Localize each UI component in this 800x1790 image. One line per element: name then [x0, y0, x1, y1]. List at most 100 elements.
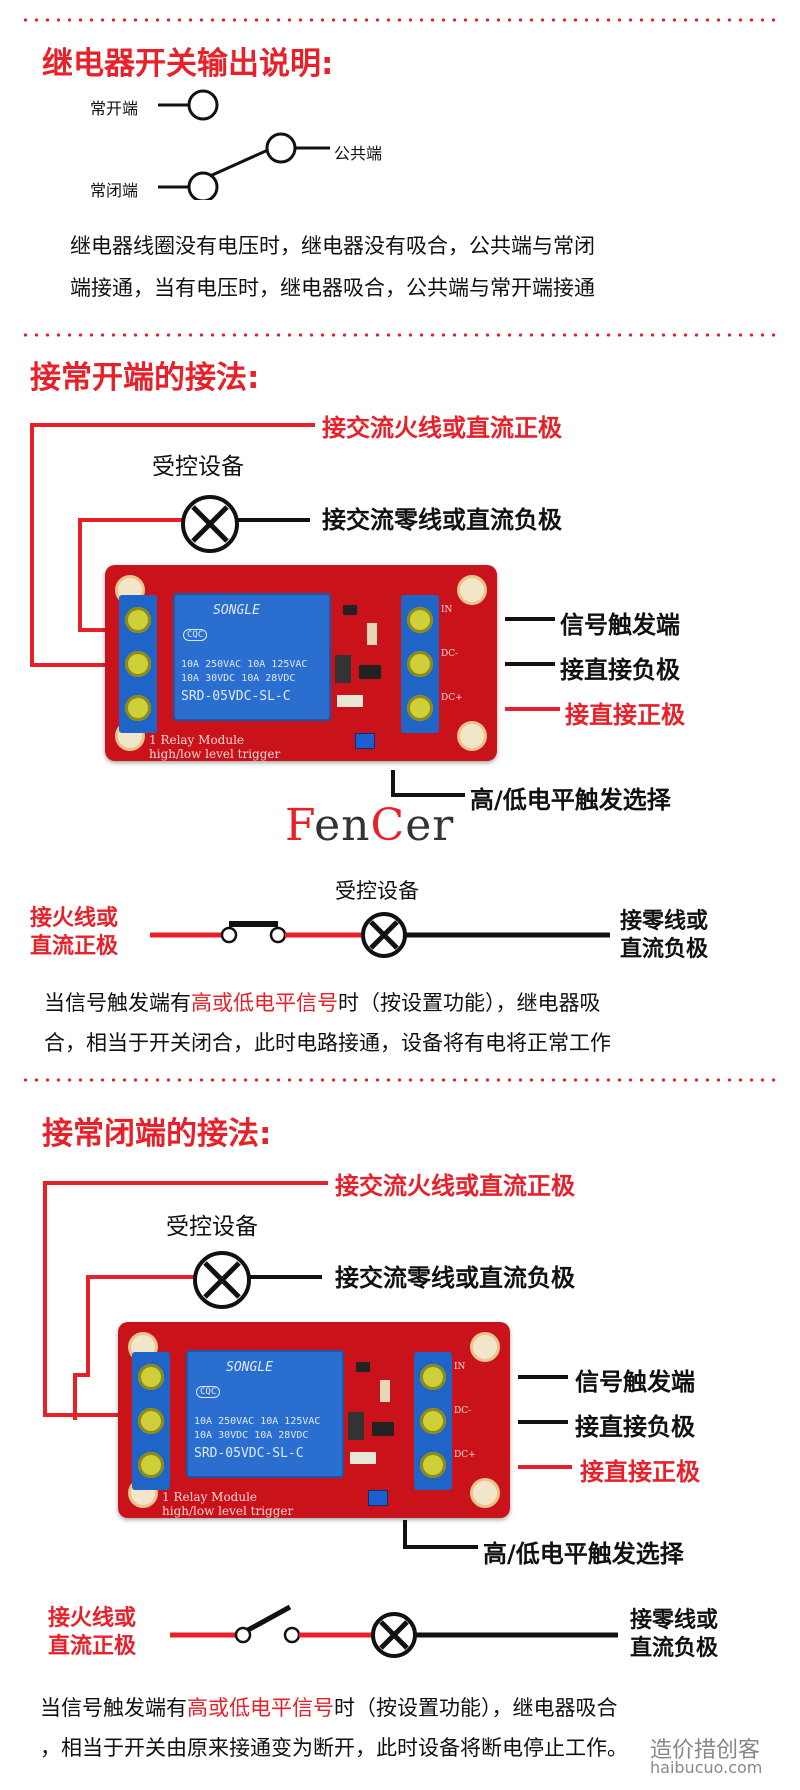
watermark-line2: haibucuo.com [650, 1758, 763, 1777]
relay-component: SONGLE CQC 10A 250VAC 10A 125VAC 10A 30V… [173, 593, 331, 721]
lamp-icon [193, 1251, 251, 1309]
right-source-line2: 直流负极 [620, 937, 709, 962]
section3-wiring [43, 1181, 572, 1549]
optocoupler [337, 695, 363, 707]
desc-highlight: 高或低电平信号 [187, 1696, 334, 1720]
input-terminal-block [401, 595, 439, 733]
lamp-icon [181, 495, 239, 553]
desc-part: 当信号触发端有 [44, 991, 191, 1015]
ac-live-label: 接交流火线或直流正极 [335, 1172, 575, 1200]
section3-desc-line1: 当信号触发端有高或低电平信号时（按设置功能），继电器吸合 [40, 1688, 618, 1728]
optocoupler [350, 1452, 376, 1464]
brand-logo: FenCer [285, 800, 454, 851]
left-source-line2: 直流正极 [48, 1634, 137, 1659]
cqc-mark: CQC [183, 629, 208, 641]
screw-terminal [138, 1364, 164, 1390]
right-source-line2: 直流负极 [630, 1636, 719, 1661]
pin-dcp-label: DC+ [454, 1450, 476, 1460]
left-source-line2: 直流正极 [30, 934, 119, 959]
screw-terminal [125, 607, 151, 633]
no-label: 常开端 [90, 99, 139, 118]
mount-hole [470, 1478, 500, 1508]
pin-dcm-label: DC- [454, 1406, 472, 1416]
desc-part: 当信号触发端有 [40, 1696, 187, 1720]
signal-label: 信号触发端 [575, 1368, 695, 1396]
open-switch-circuit [170, 1604, 618, 1658]
left-source-line1: 接火线或 [48, 1606, 137, 1631]
smd-chip [372, 1422, 394, 1436]
pos-label: 接直接正极 [580, 1458, 700, 1486]
silk-line2: high/low level trigger [149, 747, 281, 761]
silk-line2: high/low level trigger [162, 1504, 294, 1518]
screw-terminal [138, 1408, 164, 1434]
smd-chip [359, 665, 381, 679]
dotted-divider [20, 333, 780, 337]
screw-terminal [138, 1452, 164, 1478]
relay-model: SRD-05VDC-SL-C [181, 689, 291, 704]
diode [335, 655, 351, 683]
pin-in-label: IN [441, 605, 453, 615]
pin-dcp-label: DC+ [441, 693, 463, 703]
section1-title: 继电器开关输出说明: [42, 46, 334, 82]
cqc-mark: CQC [196, 1386, 221, 1398]
screw-terminal [125, 695, 151, 721]
section3-title: 接常闭端的接法: [42, 1116, 272, 1152]
desc-highlight: 高或低电平信号 [191, 991, 338, 1015]
screw-terminal [420, 1364, 446, 1390]
ac-live-label: 接交流火线或直流正极 [322, 414, 562, 442]
relay-brand: SONGLE [226, 1360, 273, 1375]
device-label: 受控设备 [166, 1214, 258, 1240]
ac-neutral-label: 接交流零线或直流负极 [322, 506, 562, 534]
silk-line1: 1 Relay Module [162, 1490, 258, 1504]
relay-model: SRD-05VDC-SL-C [194, 1446, 304, 1461]
level-select-label: 高/低电平触发选择 [470, 786, 671, 814]
left-source-line1: 接火线或 [30, 906, 119, 931]
relay-spec1: 10A 250VAC 10A 125VAC [194, 1416, 321, 1427]
relay-spec2: 10A 30VDC 10A 28VDC [194, 1430, 309, 1441]
diode [348, 1412, 364, 1440]
desc-part: 时（按设置功能），继电器吸 [338, 991, 601, 1015]
right-source-label: 接零线或 直流负极 [620, 908, 708, 964]
dotted-divider [20, 1078, 780, 1082]
transistor [356, 1362, 370, 1372]
ac-neutral-label: 接交流零线或直流负极 [335, 1264, 575, 1292]
right-source-line1: 接零线或 [630, 1608, 719, 1633]
switch-schematic [158, 89, 330, 200]
relay-spec2: 10A 30VDC 10A 28VDC [181, 673, 296, 684]
section1-desc-line2: 端接通，当有电压时，继电器吸合，公共端与常开端接通 [70, 276, 595, 300]
device-label: 受控设备 [152, 454, 244, 480]
screw-terminal [407, 607, 433, 633]
brand-c: C [370, 800, 406, 851]
watermark-line1: 造价措创客 [650, 1738, 761, 1763]
screw-terminal [125, 651, 151, 677]
right-source-label: 接零线或 直流负极 [630, 1607, 718, 1663]
right-source-line1: 接零线或 [620, 909, 709, 934]
section2-desc-line2: 合，相当于开关闭合，此时电路接通，设备将有电将正常工作 [44, 1031, 611, 1055]
relay-spec1: 10A 250VAC 10A 125VAC [181, 659, 308, 670]
nc-label: 常闭端 [90, 181, 139, 200]
section2-title: 接常开端的接法: [30, 360, 260, 396]
silk-line1: 1 Relay Module [149, 733, 245, 747]
section3-desc-line2: ，相当于开关由原来接通变为断开，此时设备将断电停止工作。 [40, 1736, 628, 1760]
signal-label: 信号触发端 [560, 611, 680, 639]
brand-en: en [314, 800, 371, 851]
transistor [343, 605, 357, 615]
input-terminal-block [414, 1352, 452, 1490]
screw-terminal [420, 1408, 446, 1434]
brand-f: F [285, 800, 315, 851]
brand-er: er [405, 800, 455, 851]
pin-dcm-label: DC- [441, 649, 459, 659]
relay-component: SONGLE CQC 10A 250VAC 10A 125VAC 10A 30V… [186, 1350, 344, 1478]
trigger-jumper [368, 1490, 388, 1506]
section1-desc-line1: 继电器线圈没有电压时，继电器没有吸合，公共端与常闭 [70, 234, 595, 258]
output-terminal-block [119, 595, 157, 733]
com-label: 公共端 [334, 144, 383, 163]
relay-brand: SONGLE [213, 603, 260, 618]
output-terminal-block [132, 1352, 170, 1490]
pin-in-label: IN [454, 1362, 466, 1372]
dotted-divider [20, 18, 780, 22]
relay-board: SONGLE CQC 10A 250VAC 10A 125VAC 10A 30V… [105, 565, 497, 761]
mount-hole [457, 721, 487, 751]
trigger-jumper [355, 733, 375, 749]
desc-part: 时（按设置功能），继电器吸合 [334, 1696, 618, 1720]
